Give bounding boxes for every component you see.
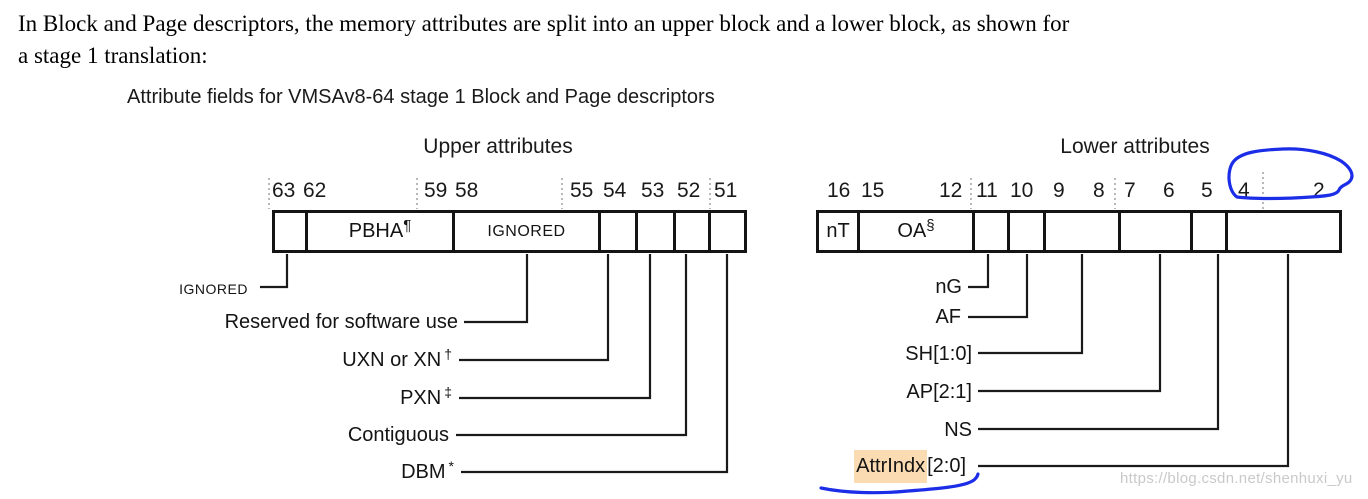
leader-sh xyxy=(978,254,1084,355)
bit-number-58: 58 xyxy=(455,179,479,202)
bit-cell-oa: OA§ xyxy=(857,213,972,250)
lower-descriptor-box: nT OA§ xyxy=(816,210,1342,253)
leader-reserved-software xyxy=(464,254,529,324)
field-label-af: AF xyxy=(935,306,961,328)
bit-number-52: 52 xyxy=(677,179,701,202)
field-label-ng: nG xyxy=(935,276,962,298)
bit-cell-sh xyxy=(1043,213,1118,250)
bit-number-11: 11 xyxy=(976,179,998,202)
field-label-reserved-software: Reserved for software use xyxy=(224,311,458,333)
intro-paragraph: In Block and Page descriptors, the memor… xyxy=(18,8,1358,72)
field-label-ignored-bit63: IGNORED xyxy=(179,281,248,297)
leader-ap xyxy=(978,254,1162,393)
bit-number-7: 7 xyxy=(1124,179,1136,202)
bit-cell-10 xyxy=(1007,213,1043,250)
watermark-url: https://blog.csdn.net/shenhuxi_yu xyxy=(1120,470,1353,487)
bit-cell-ap xyxy=(1118,213,1190,250)
footnote-double-dagger: ‡ xyxy=(444,384,452,400)
bit-cell-53 xyxy=(635,213,673,250)
upper-descriptor-box: PBHA¶ IGNORED xyxy=(272,210,747,253)
bit-number-5: 5 xyxy=(1201,179,1213,202)
bit-cell-pbha: PBHA¶ xyxy=(305,213,452,250)
bit-number-51: 51 xyxy=(714,179,738,202)
leader-attrindx xyxy=(978,254,1290,468)
field-label-ns: NS xyxy=(944,419,972,441)
bit-cell-11 xyxy=(972,213,1007,250)
intro-line-1: In Block and Page descriptors, the memor… xyxy=(18,11,1070,36)
bit-number-55: 55 xyxy=(570,179,594,202)
bit-cell-54 xyxy=(598,213,635,250)
bit-number-53: 53 xyxy=(641,179,665,202)
bit-number-4: 4 xyxy=(1238,179,1250,202)
cell-label: OA xyxy=(897,220,927,242)
cell-label: nT xyxy=(826,220,850,242)
lower-attributes-title: Lower attributes xyxy=(1060,135,1210,158)
bit-number-9: 9 xyxy=(1053,179,1065,202)
bit-cell-ns xyxy=(1190,213,1225,250)
footnote-asterisk: * xyxy=(448,458,454,474)
leader-af xyxy=(968,254,1029,319)
highlighted-text: AttrIndx xyxy=(854,450,928,483)
field-label-dbm: DBM* xyxy=(401,458,454,483)
bit-cell-ignored: IGNORED xyxy=(452,213,598,250)
cell-footnote-mark: ¶ xyxy=(403,217,412,234)
leader-dbm xyxy=(461,254,729,474)
bit-cell-51 xyxy=(708,213,744,250)
leader-pxn xyxy=(459,254,652,400)
bit-number-63: 63 xyxy=(272,179,296,202)
bit-number-12: 12 xyxy=(939,179,963,202)
figure-caption: Attribute fields for VMSAv8-64 stage 1 B… xyxy=(127,86,715,108)
field-label-ap: AP[2:1] xyxy=(906,381,972,403)
field-label-uxn-xn: UXN or XN† xyxy=(342,346,452,371)
bit-number-8: 8 xyxy=(1093,179,1105,202)
blue-ink-annotations xyxy=(819,147,1354,495)
cell-label: PBHA xyxy=(348,220,404,242)
footnote-dagger: † xyxy=(444,346,452,362)
leader-ignored-bit63 xyxy=(260,254,289,289)
bit-number-10: 10 xyxy=(1010,179,1034,202)
bit-number-6: 6 xyxy=(1163,179,1175,202)
bit-number-62: 62 xyxy=(303,179,327,202)
upper-attributes-title: Upper attributes xyxy=(423,135,573,158)
leader-uxn-xn xyxy=(459,254,610,362)
leader-ng xyxy=(968,254,990,289)
bit-number-59: 59 xyxy=(424,179,448,202)
field-label-attrindx: AttrIndx[2:0] xyxy=(854,450,966,483)
bit-number-16: 16 xyxy=(827,179,851,202)
cell-label: IGNORED xyxy=(487,222,566,240)
field-label-pxn: PXN‡ xyxy=(400,384,452,409)
field-label-sh: SH[1:0] xyxy=(905,343,972,365)
bit-cell-52 xyxy=(673,213,708,250)
bit-boundary-ticks xyxy=(268,172,1264,209)
leader-ns xyxy=(978,254,1220,431)
field-label-contiguous: Contiguous xyxy=(347,424,449,446)
leader-contiguous xyxy=(456,254,688,437)
bit-number-15: 15 xyxy=(861,179,885,202)
cell-footnote-mark: § xyxy=(926,217,935,234)
bit-number-54: 54 xyxy=(603,179,627,202)
bit-cell-63 xyxy=(275,213,305,250)
bit-cell-attrindx xyxy=(1225,213,1339,250)
bit-number-2: 2 xyxy=(1313,179,1325,202)
intro-line-2: a stage 1 translation: xyxy=(18,43,208,68)
bit-cell-nt: nT xyxy=(819,213,857,250)
